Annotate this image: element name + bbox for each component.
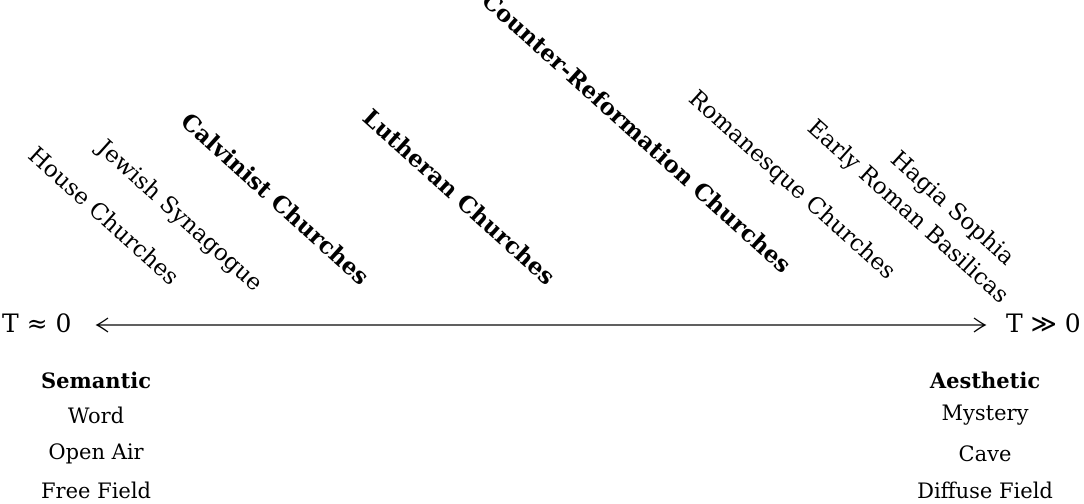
axis-right-label: T ≫ 0: [1006, 309, 1081, 338]
church-label-calvinist-churches: Calvinist Churches: [175, 108, 374, 291]
left-pole: Semantic Word Open Air Free Field: [41, 368, 151, 503]
arrow-head-left-icon: [95, 317, 109, 333]
left-pole-item-open-air: Open Air: [48, 440, 144, 464]
church-label-house-churches: House Churches: [23, 142, 184, 290]
right-pole-item-mystery: Mystery: [942, 401, 1029, 425]
left-pole-item-word: Word: [68, 404, 124, 428]
arrow-head-right-icon: [973, 317, 987, 333]
left-pole-heading: Semantic: [41, 368, 151, 393]
right-pole-item-diffuse-field: Diffuse Field: [917, 479, 1053, 503]
right-pole: Aesthetic Mystery Cave Diffuse Field: [917, 368, 1053, 503]
axis-left-label: T ≈ 0: [2, 309, 71, 338]
right-pole-heading: Aesthetic: [929, 368, 1040, 393]
left-pole-item-free-field: Free Field: [41, 479, 151, 503]
church-label-lutheran-churches: Lutheran Churches: [357, 104, 560, 291]
right-pole-item-cave: Cave: [959, 442, 1012, 466]
double-headed-arrow: [95, 317, 987, 333]
